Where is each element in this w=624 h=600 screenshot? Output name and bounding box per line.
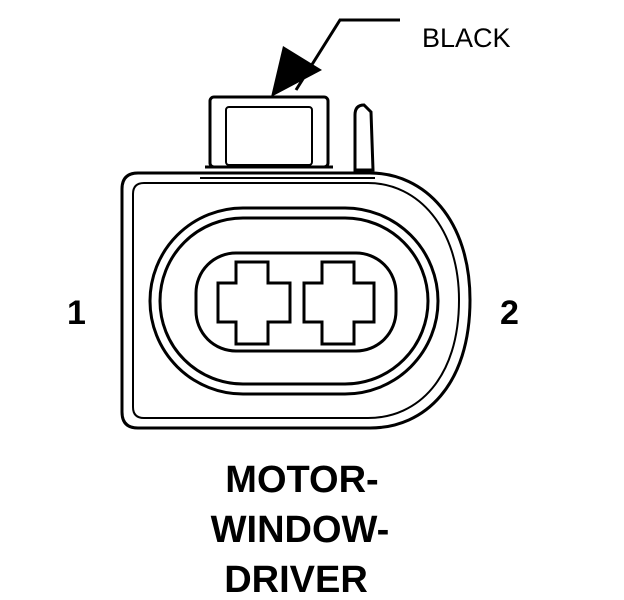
pin-1-label: 1	[67, 294, 86, 332]
callout-leader	[271, 18, 400, 97]
callout-arrowhead	[271, 46, 322, 97]
mating-face-inner-oval	[158, 216, 430, 386]
latch-tab-inner	[225, 106, 313, 166]
title-line-3: DRIVER	[224, 559, 368, 600]
terminal-2-cell	[302, 260, 376, 346]
pin-2-label: 2	[500, 294, 519, 332]
mating-face-outer-oval	[148, 206, 440, 396]
callout-leader-line	[294, 18, 400, 91]
connector-inner-outline	[132, 182, 461, 419]
title-line-1: MOTOR-	[225, 459, 378, 501]
callout-color-label: BLACK	[422, 23, 511, 53]
alignment-post	[353, 103, 375, 172]
mating-face	[148, 206, 440, 396]
connector-outer-body	[120, 171, 472, 430]
latch-tab	[205, 95, 333, 169]
connector-housing	[120, 171, 472, 430]
terminal-1-cell	[216, 260, 292, 346]
terminal-cavity-outline	[194, 251, 398, 353]
terminal-cavity	[194, 251, 398, 353]
title-line-2: WINDOW-	[211, 509, 390, 551]
